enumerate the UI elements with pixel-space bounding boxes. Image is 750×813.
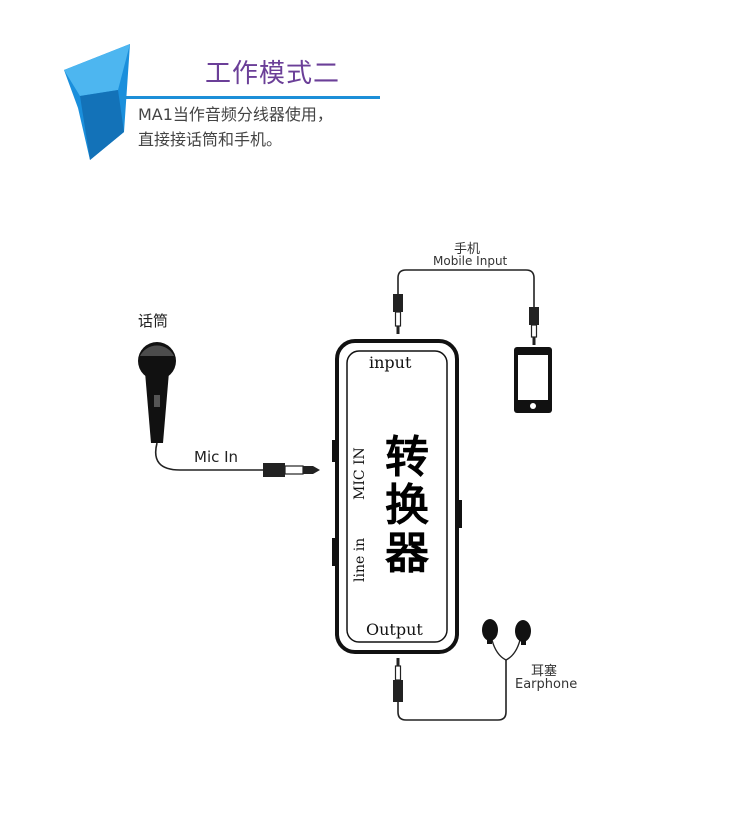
input-jack	[393, 294, 403, 334]
converter-output-label: Output	[366, 620, 423, 639]
phone-label-cn: 手机	[454, 242, 481, 257]
converter-input-label: input	[369, 353, 412, 372]
page-title: 工作模式二	[205, 59, 341, 89]
converter-title-char-2: 换	[385, 480, 429, 531]
converter-mic-in-label: MIC IN	[352, 447, 368, 500]
microphone-icon	[138, 342, 176, 443]
title-underline	[120, 96, 380, 99]
converter-line-in-label: line in	[352, 537, 368, 582]
mic-in-jack	[263, 463, 320, 477]
converter-title-char-1: 转	[385, 432, 429, 483]
earphone-label-cn: 耳塞	[531, 664, 558, 679]
mic-cable	[155, 442, 265, 471]
description-line-2: 直接接话筒和手机。	[138, 130, 283, 149]
phone-jack	[529, 307, 539, 345]
earphone-cable	[397, 660, 507, 721]
description-line-1: MA1当作音频分线器使用，	[138, 105, 333, 124]
mic-in-label: Mic In	[194, 448, 239, 466]
converter-title-char-3: 器	[385, 528, 429, 579]
earphone-label-en: Earphone	[515, 677, 578, 692]
mobile-phone-icon	[514, 347, 552, 413]
converter-device-outline	[332, 339, 462, 654]
mode-description: MA1当作音频分线器使用， 直接接话筒和手机。	[138, 102, 333, 152]
output-jack	[393, 658, 403, 702]
mic-label-cn: 话筒	[138, 312, 169, 330]
phone-label-en: Mobile Input	[433, 254, 508, 268]
phone-cable	[397, 269, 535, 308]
earbuds-icon	[482, 619, 531, 645]
